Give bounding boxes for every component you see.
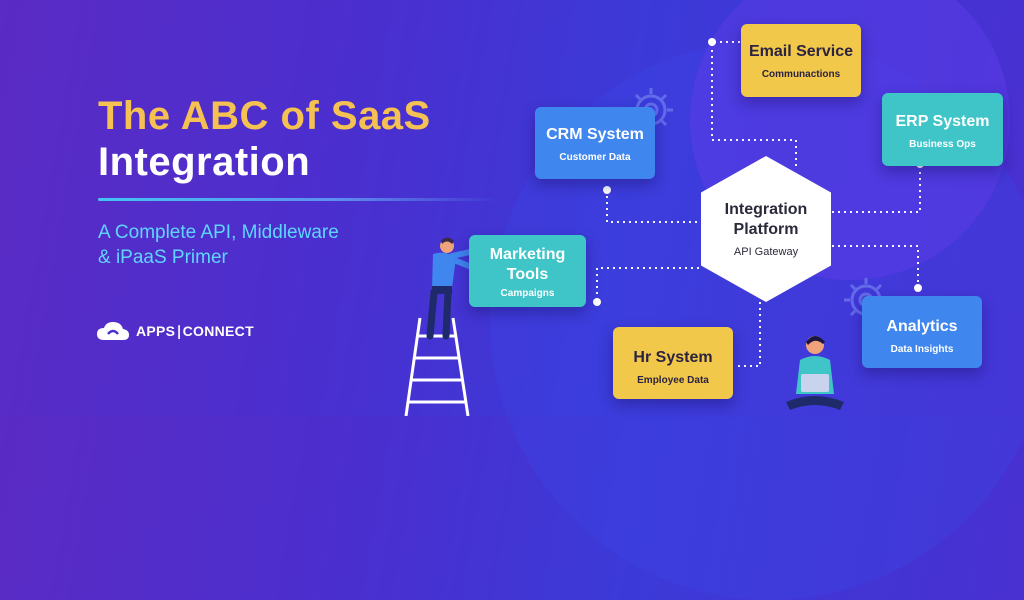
hub-caption: API Gateway xyxy=(733,246,799,258)
marketing-tools-box: Marketing Tools Campaigns xyxy=(469,235,586,307)
appsconnect-cloud-logo-icon xyxy=(97,322,129,340)
page-title-line-1: The ABC of SaaS xyxy=(98,94,431,138)
hr-system-box: Hr System Employee Data xyxy=(613,327,733,399)
person-on-ladder-illustration xyxy=(404,237,477,416)
title-divider xyxy=(98,198,498,201)
marketing-tools-title-line-2: Tools xyxy=(506,266,549,283)
analytics-caption: Data Insights xyxy=(890,344,954,355)
erp-system-title: ERP System xyxy=(895,113,990,130)
email-service-box: Email Service Communactions xyxy=(741,24,861,97)
subtitle-line-2: & iPaaS Primer xyxy=(98,247,228,268)
erp-system-box: ERP System Business Ops xyxy=(882,93,1003,166)
hr-system-caption: Employee Data xyxy=(637,375,709,386)
logo-text: APPS∣CONNECT xyxy=(136,322,254,339)
crm-system-title: CRM System xyxy=(546,126,644,143)
crm-system-box: CRM System Customer Data xyxy=(535,107,655,179)
analytics-title: Analytics xyxy=(886,318,958,335)
crm-system-caption: Customer Data xyxy=(559,152,631,163)
analytics-box: Analytics Data Insights xyxy=(862,296,982,368)
email-service-caption: Communactions xyxy=(761,69,841,80)
hub-title-line-2: Platform xyxy=(733,221,799,238)
integration-platform-hub: Integration Platform API Gateway xyxy=(701,156,831,302)
subtitle-line-1: A Complete API, Middleware xyxy=(98,222,339,243)
erp-system-caption: Business Ops xyxy=(909,139,976,150)
hr-system-title: Hr System xyxy=(633,349,713,366)
appsconnect-logo: APPS∣CONNECT xyxy=(96,320,254,342)
email-service-title: Email Service xyxy=(748,43,854,60)
marketing-tools-caption: Campaigns xyxy=(500,288,555,299)
person-with-laptop-illustration xyxy=(786,336,844,410)
hub-title-line-1: Integration xyxy=(724,201,808,218)
marketing-tools-title-line-1: Marketing xyxy=(489,246,566,263)
page-title-line-2: Integration xyxy=(98,140,311,184)
